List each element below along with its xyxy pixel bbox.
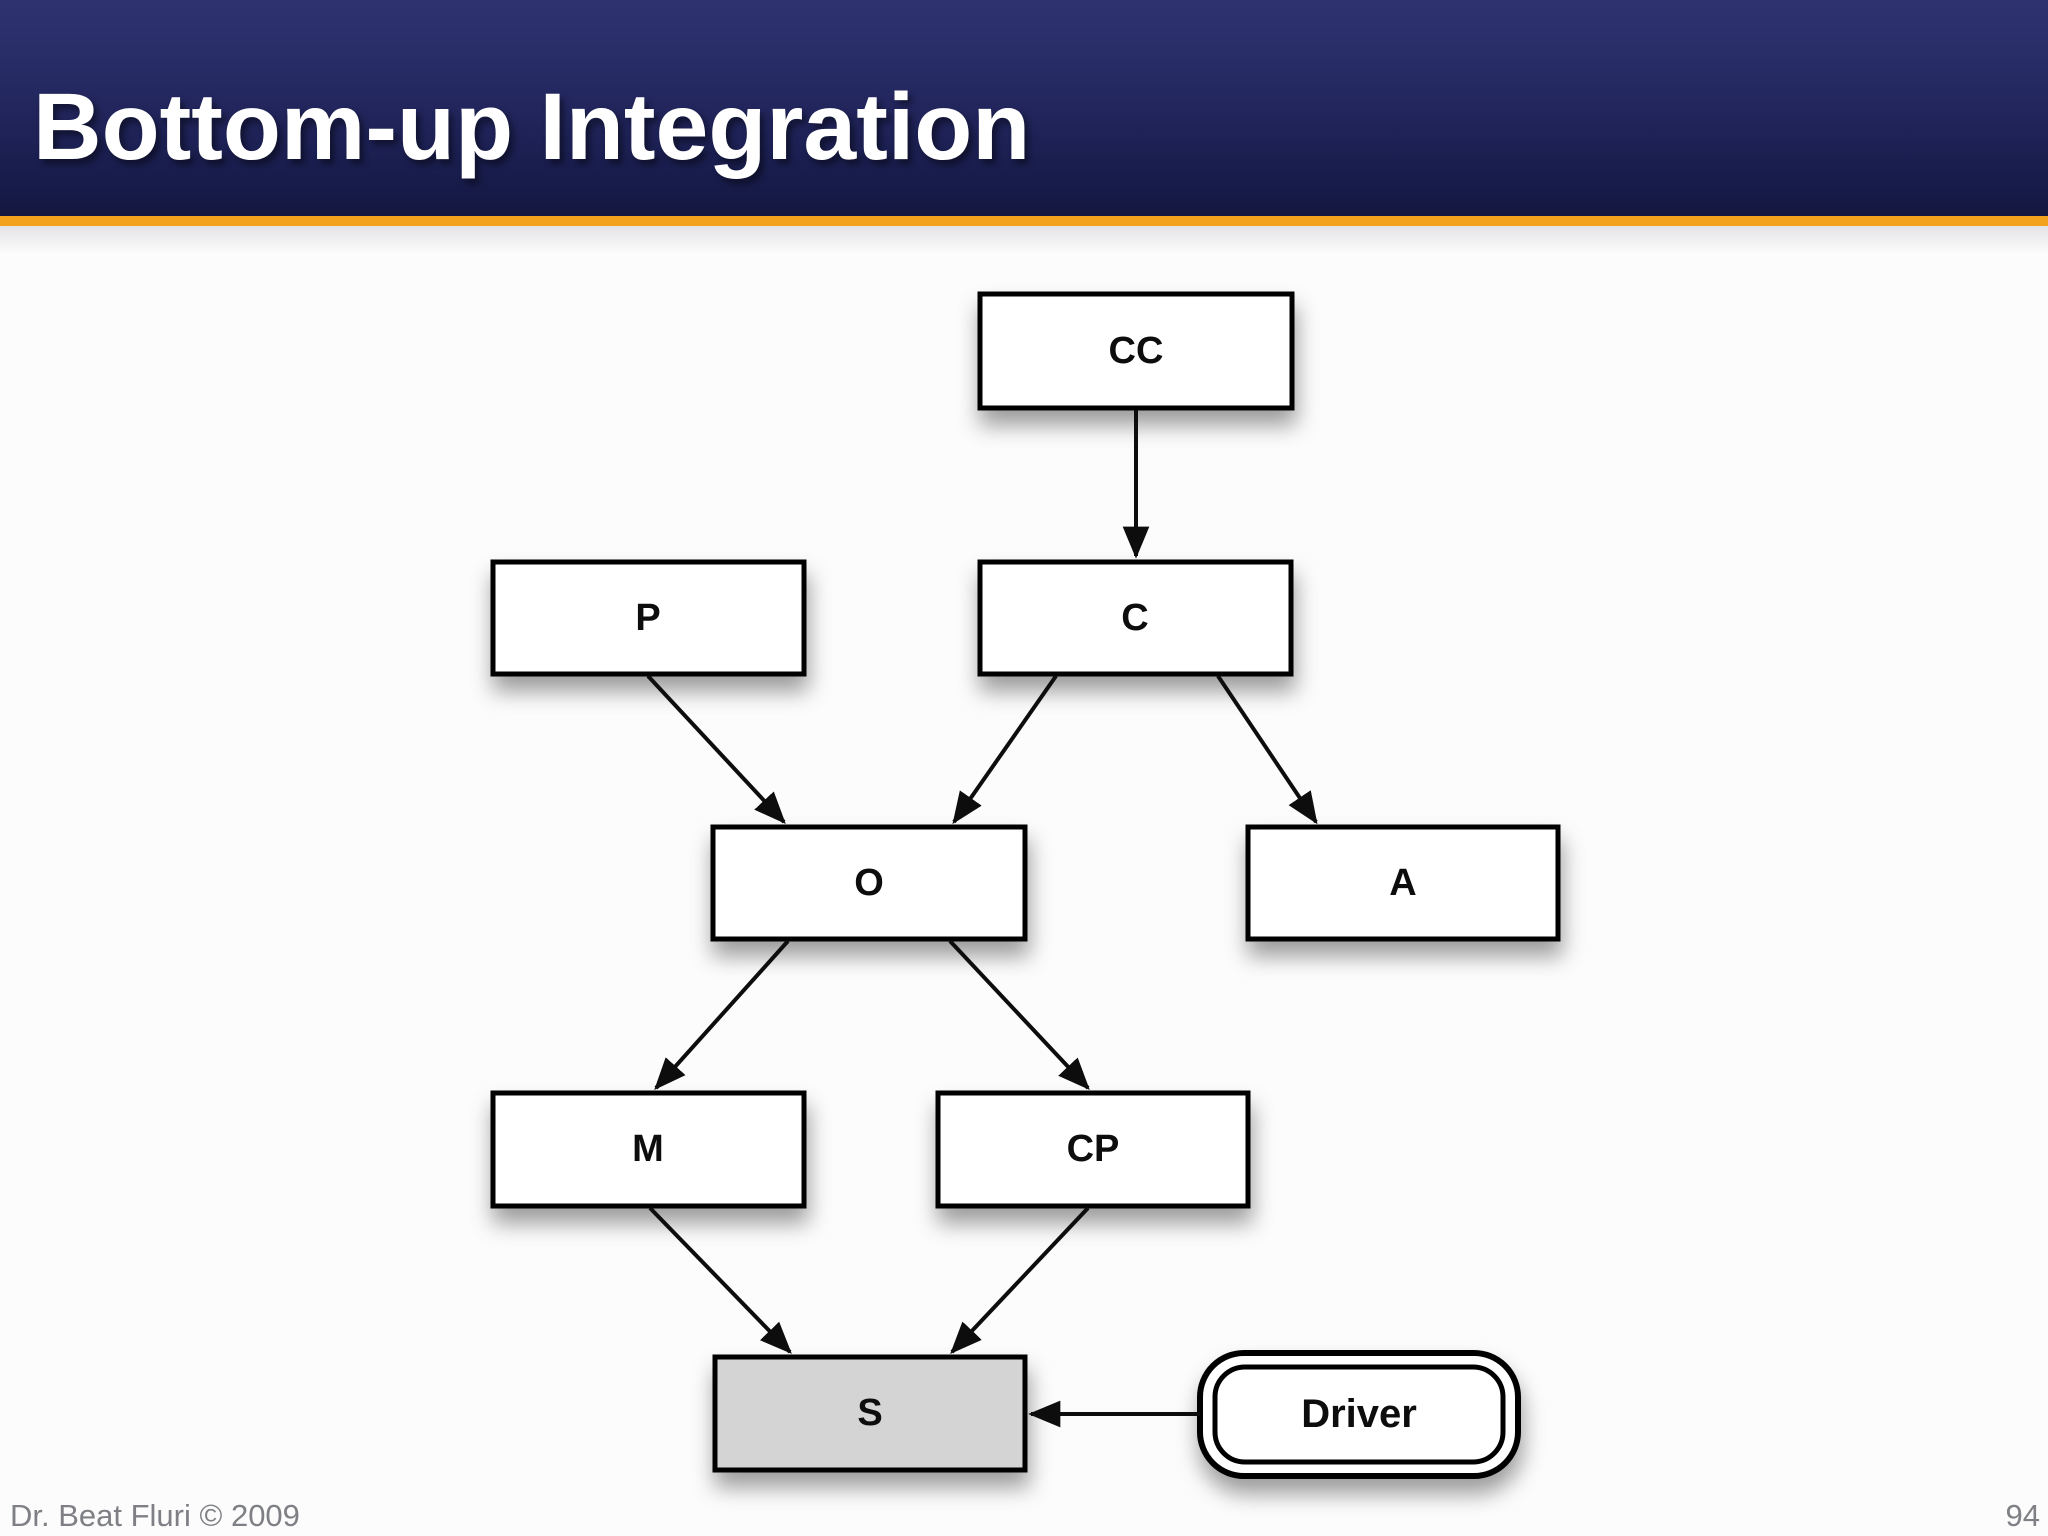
node-a: A [1245, 824, 1561, 942]
node-c-label: C [1121, 597, 1148, 639]
edge-o-to-cp [948, 939, 1090, 1090]
node-c: C [977, 559, 1294, 677]
node-p-box [490, 559, 807, 677]
node-c-box [977, 559, 1294, 677]
node-s-label: S [857, 1392, 882, 1434]
node-s-box [712, 1354, 1028, 1473]
node-driver: Driver [1197, 1350, 1521, 1479]
node-cc: CC [977, 291, 1295, 411]
node-m-box [490, 1090, 807, 1209]
diagram-edges [646, 410, 1318, 1428]
node-cp-label: CP [1067, 1128, 1120, 1170]
edge-o-to-m [654, 939, 790, 1090]
node-o-label: O [854, 862, 884, 904]
page-number: 94 [2005, 1498, 2040, 1533]
page-title: Bottom-up Integration [33, 74, 1031, 180]
node-p: P [490, 559, 807, 677]
edge-p-to-o [646, 674, 786, 824]
node-a-label: A [1389, 862, 1416, 904]
node-cc-box [977, 291, 1295, 411]
node-m: M [490, 1090, 807, 1209]
node-p-label: P [635, 597, 660, 639]
edge-cp-to-s [950, 1206, 1090, 1354]
node-m-label: M [632, 1128, 664, 1170]
header-accent-fade [0, 226, 2048, 254]
node-driver-label: Driver [1301, 1392, 1417, 1436]
node-cc-label: CC [1109, 330, 1164, 372]
footer-author: Dr. Beat Fluri © 2009 [10, 1498, 300, 1533]
node-o-box [710, 824, 1028, 942]
edge-c-to-o [952, 674, 1058, 825]
slide-header: Bottom-up Integration [0, 0, 2048, 226]
node-s: S [712, 1354, 1028, 1473]
node-driver-inner-box [1212, 1364, 1506, 1465]
node-cp-box [935, 1090, 1251, 1209]
node-o: O [710, 824, 1028, 942]
node-a-box [1245, 824, 1561, 942]
edge-m-to-s [648, 1206, 792, 1354]
edge-c-to-a [1216, 674, 1318, 825]
node-cp: CP [935, 1090, 1251, 1209]
